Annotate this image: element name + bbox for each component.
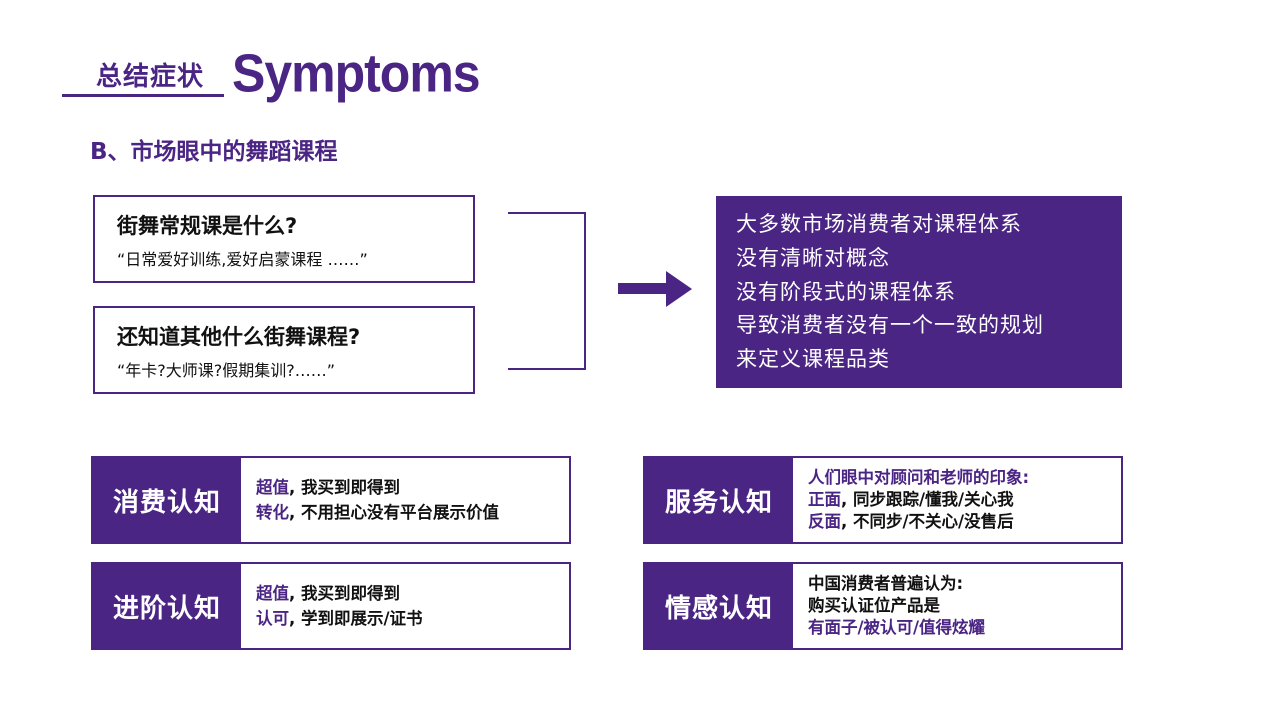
- card-body: 超值, 我买到即得到 转化, 不用担心没有平台展示价值: [256, 458, 499, 542]
- question-text: 街舞常规课是什么?: [117, 214, 298, 238]
- arrow-right-icon: [618, 271, 692, 307]
- summary-line: 没有清晰对概念: [736, 245, 890, 270]
- highlight-term: 正面: [808, 490, 841, 509]
- card-text: , 学到即展示/证书: [289, 609, 423, 628]
- bracket-connector: [508, 212, 586, 370]
- card-body: 中国消费者普遍认为: 购买认证位产品是 有面子/被认可/值得炫耀: [808, 564, 985, 648]
- card-text: , 我买到即得到: [289, 478, 401, 497]
- summary-box: 大多数市场消费者对课程体系 没有清晰对概念 没有阶段式的课程体系 导致消费者没有…: [716, 196, 1122, 388]
- summary-line: 导致消费者没有一个一致的规划: [736, 313, 1044, 338]
- card-text: , 我买到即得到: [289, 584, 401, 603]
- question-box-other: 还知道其他什么街舞课程? “年卡?大师课?假期集训?……”: [93, 306, 475, 394]
- card-label: 服务认知: [645, 458, 793, 542]
- summary-line: 大多数市场消费者对课程体系: [736, 212, 1022, 236]
- highlight-term: 认可: [256, 609, 289, 628]
- card-advanced-cognition: 进阶认知 超值, 我买到即得到 认可, 学到即展示/证书: [91, 562, 571, 650]
- question-text: 还知道其他什么街舞课程?: [117, 325, 361, 349]
- card-emotion-cognition: 情感认知 中国消费者普遍认为: 购买认证位产品是 有面子/被认可/值得炫耀: [643, 562, 1123, 650]
- answer-text: “日常爱好训练,爱好启蒙课程 ……”: [117, 250, 368, 269]
- highlight-term: 超值: [256, 478, 289, 497]
- page-title-cn: 总结症状: [96, 62, 205, 92]
- section-subtitle: B、市场眼中的舞蹈课程: [90, 139, 338, 165]
- card-text: 中国消费者普遍认为:: [808, 574, 964, 593]
- highlight-term: 转化: [256, 503, 289, 522]
- answer-text: “年卡?大师课?假期集训?……”: [117, 361, 336, 380]
- card-text: 购买认证位产品是: [808, 596, 940, 615]
- highlight-term: 有面子/被认可/值得炫耀: [808, 618, 986, 637]
- card-label: 消费认知: [93, 458, 241, 542]
- summary-line: 来定义课程品类: [736, 347, 890, 372]
- card-text: , 不同步/不关心/没售后: [841, 512, 1014, 531]
- page-title-en: Symptoms: [232, 43, 481, 104]
- highlight-term: 超值: [256, 584, 289, 603]
- question-box-regular: 街舞常规课是什么? “日常爱好训练,爱好启蒙课程 ……”: [93, 195, 475, 283]
- card-text: , 不用担心没有平台展示价值: [289, 503, 500, 522]
- highlight-term: 反面: [808, 512, 841, 531]
- card-text: , 同步跟踪/懂我/关心我: [841, 490, 1014, 509]
- card-heading: 人们眼中对顾问和老师的印象:: [808, 468, 1030, 487]
- card-body: 人们眼中对顾问和老师的印象: 正面, 同步跟踪/懂我/关心我 反面, 不同步/不…: [808, 458, 1029, 542]
- card-body: 超值, 我买到即得到 认可, 学到即展示/证书: [256, 564, 423, 648]
- summary-line: 没有阶段式的课程体系: [736, 279, 956, 304]
- title-underline: [62, 94, 224, 97]
- card-label: 情感认知: [645, 564, 793, 648]
- card-label: 进阶认知: [93, 564, 241, 648]
- card-consumption-cognition: 消费认知 超值, 我买到即得到 转化, 不用担心没有平台展示价值: [91, 456, 571, 544]
- card-service-cognition: 服务认知 人们眼中对顾问和老师的印象: 正面, 同步跟踪/懂我/关心我 反面, …: [643, 456, 1123, 544]
